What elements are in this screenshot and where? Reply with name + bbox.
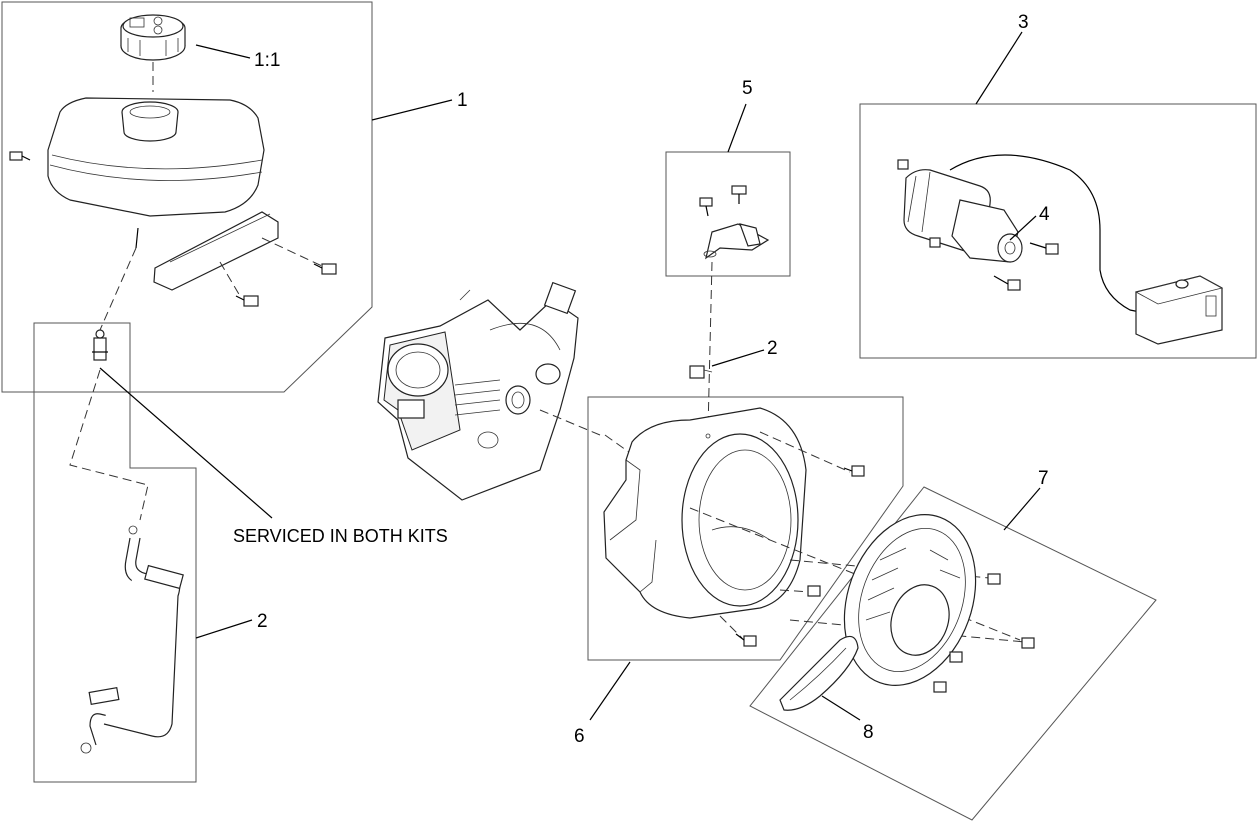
leader-2-top (711, 349, 765, 367)
screw-icon (1021, 637, 1035, 649)
callout-1-1: 1:1 (254, 50, 280, 71)
callout-3: 3 (1018, 12, 1029, 33)
fuel-cap (120, 14, 186, 61)
callout-5: 5 (742, 78, 753, 99)
screw-icon (807, 585, 821, 597)
starter-solenoid (1134, 275, 1224, 345)
screw-icon (235, 295, 259, 307)
leader-1 (371, 99, 453, 121)
kit-box-recoil-starter (749, 486, 1157, 821)
screw-icon (735, 633, 757, 647)
kit-box-blower-housing (587, 396, 904, 661)
callout-2-left: 2 (257, 611, 268, 632)
callout-1: 1 (457, 90, 468, 111)
callout-7: 7 (1038, 468, 1049, 489)
leader-serviced (99, 367, 273, 519)
kit-box-fuel-line (33, 322, 197, 783)
blower-housing (603, 407, 807, 619)
fuel-valve (92, 227, 139, 361)
leader-6 (589, 661, 631, 721)
leader-8 (821, 695, 861, 721)
screw-icon (731, 185, 747, 204)
kit-box-fuel-tank (1, 1, 373, 393)
screw-icon (313, 263, 337, 275)
serviced-in-both-kits-note: SERVICED IN BOTH KITS (233, 526, 448, 546)
screw-icon (929, 237, 941, 248)
kit-box-starter-motor (859, 103, 1257, 359)
fuel-tank (47, 97, 265, 217)
screw-icon (949, 651, 963, 663)
leader-7 (1003, 487, 1041, 531)
tank-heat-shield (153, 211, 279, 291)
screw-icon (987, 573, 1001, 585)
fuel-line-hose (80, 525, 184, 754)
screw-icon (9, 151, 31, 161)
engine-crankcase (377, 281, 579, 501)
callout-2-top: 2 (767, 338, 778, 359)
leader-1-1 (195, 44, 251, 59)
screw-icon (843, 465, 865, 477)
starter-handle (779, 635, 859, 711)
callout-6: 6 (574, 726, 585, 747)
recoil-starter (843, 514, 977, 686)
leader-2-left (195, 619, 253, 639)
speed-nut (689, 365, 713, 379)
screw-icon (993, 275, 1021, 291)
kit-box-bracket (665, 151, 791, 277)
callout-4: 4 (1039, 204, 1050, 225)
screw-icon (933, 681, 947, 693)
leader-3 (975, 31, 1023, 105)
screw-icon (1029, 242, 1059, 255)
screw-icon (699, 197, 713, 217)
screw-icon (897, 159, 909, 170)
leader-5 (727, 103, 747, 153)
electric-starter-motor (903, 154, 1141, 313)
mounting-bracket (703, 223, 770, 260)
leader-4 (1009, 215, 1037, 241)
callout-8: 8 (863, 722, 874, 743)
